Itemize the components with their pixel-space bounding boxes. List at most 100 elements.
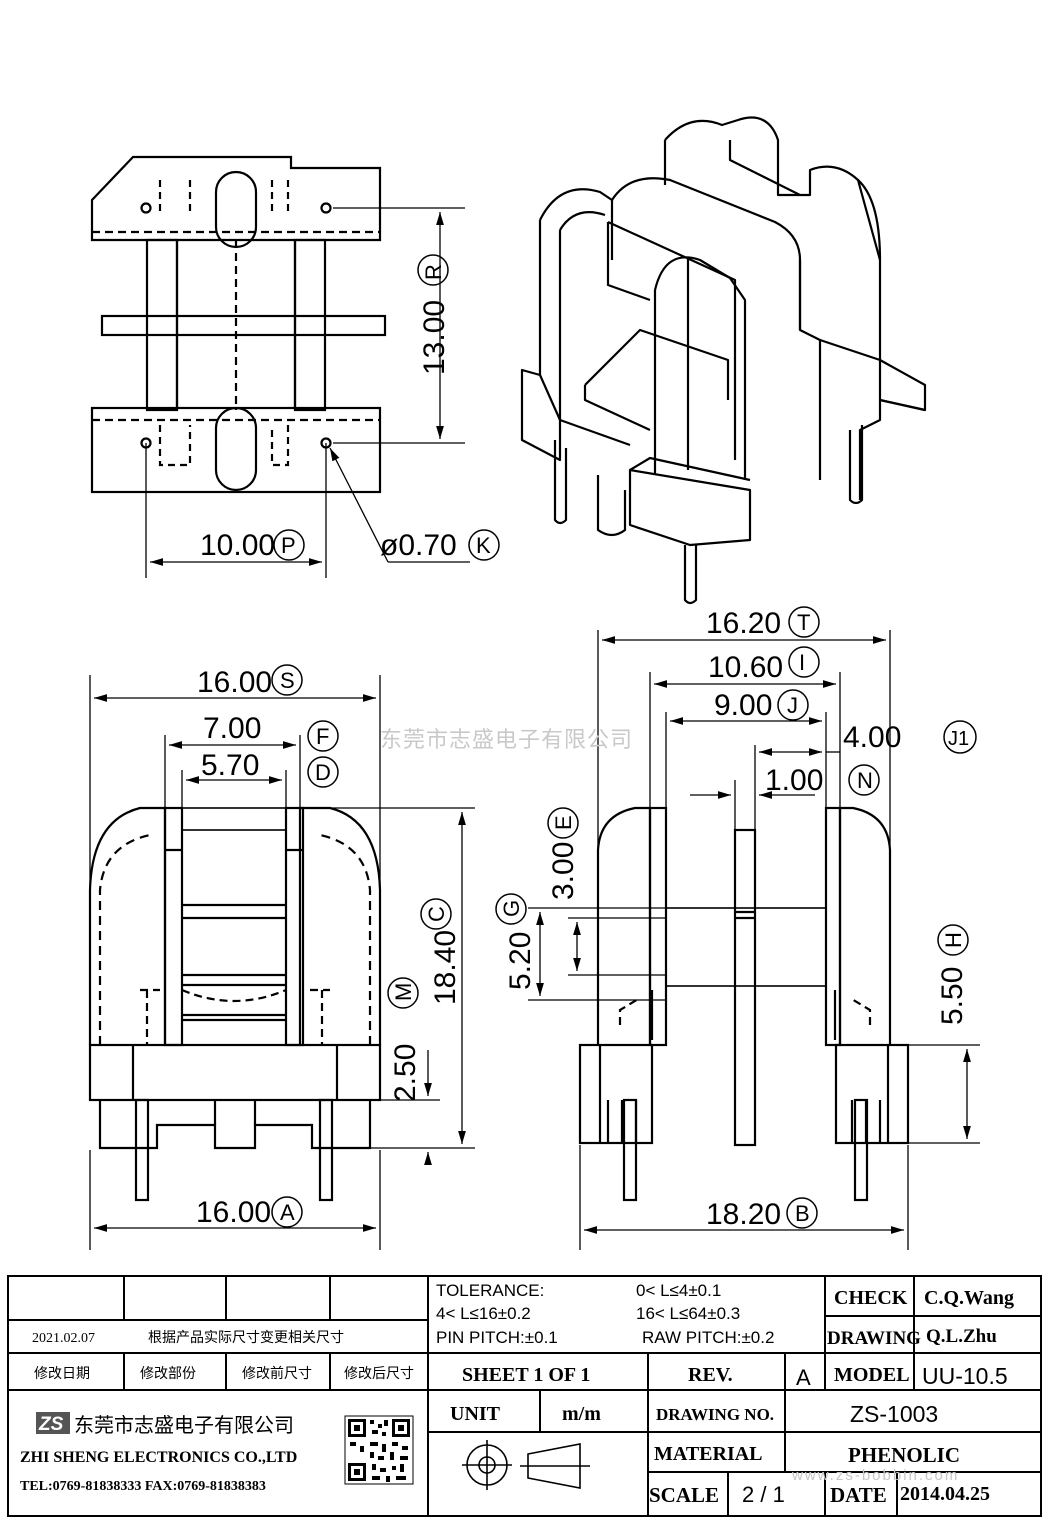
dim-j1-tag: J1	[948, 728, 969, 750]
dim-d-value: 5.70	[201, 749, 259, 782]
dim-s-tag: S	[280, 668, 295, 693]
revision-date: 2021.02.07	[32, 1331, 95, 1346]
dim-r-value: 13.00	[418, 300, 451, 375]
check-label: CHECK	[834, 1287, 908, 1309]
company-watermark: 东莞市志盛电子有限公司	[380, 728, 634, 753]
revision-note: 根据产品实际尺寸变更相关尺寸	[148, 1329, 344, 1345]
scale-value: 2 / 1	[742, 1482, 785, 1507]
dim-c-tag: C	[424, 906, 449, 922]
drawing-value: Q.L.Zhu	[926, 1326, 997, 1347]
dim-m-tag: M	[391, 983, 416, 1001]
dim-f: 7.00 F	[164, 712, 339, 808]
title-block	[7, 1275, 1042, 1517]
material-value: PHENOLIC	[848, 1443, 960, 1467]
dim-r-tag: R	[421, 264, 446, 280]
tolerance-label: TOLERANCE:	[436, 1281, 544, 1300]
header-size-after: 修改后尺寸	[344, 1365, 414, 1381]
dim-t-tag: T	[797, 610, 810, 635]
dim-j1: 4.00 J1	[754, 720, 977, 830]
dim-d: 5.70 D	[181, 749, 339, 808]
tolerance-row1-left: 4< L≤16±0.2	[436, 1304, 531, 1323]
projection-symbol-icon	[462, 1440, 590, 1490]
header-change-date: 修改日期	[34, 1365, 90, 1381]
dim-j: 9.00 J	[665, 689, 827, 808]
dim-k-tag: K	[476, 533, 491, 558]
tolerance-row2-right: 16< L≤64±0.3	[636, 1304, 740, 1323]
dim-one: 1.00 N	[690, 764, 880, 830]
dim-g-tag: G	[499, 900, 524, 917]
dim-j1-value: 4.00	[843, 721, 901, 754]
dim-b: 18.20 B	[579, 1145, 909, 1250]
side-view	[578, 806, 910, 1202]
company-name-en: ZHI SHENG ELECTRONICS CO.,LTD	[20, 1449, 297, 1466]
dim-h: 5.50 H	[890, 924, 980, 1144]
dim-f-value: 7.00	[203, 712, 261, 745]
top-view	[90, 155, 387, 494]
drawing-no-label: DRAWING NO.	[656, 1405, 774, 1424]
model-value: UU-10.5	[922, 1363, 1008, 1389]
drawing-label: DRAWING	[827, 1328, 921, 1349]
material-label: MATERIAL	[654, 1443, 763, 1465]
rev-label: REV.	[688, 1364, 733, 1386]
dim-j-value: 9.00	[714, 689, 772, 722]
drawing-no-value: ZS-1003	[850, 1401, 938, 1427]
dim-h-tag: H	[941, 932, 966, 948]
company-name-cn: 东莞市志盛电子有限公司	[74, 1414, 294, 1437]
dim-e-value: 3.00	[547, 842, 580, 900]
dim-p: 10.00 P	[145, 443, 327, 578]
front-view	[88, 806, 382, 1202]
rev-value: A	[796, 1365, 811, 1390]
dim-i-value: 10.60	[708, 651, 783, 684]
model-label: MODEL	[834, 1364, 910, 1386]
raw-pitch: RAW PITCH:±0.2	[642, 1328, 774, 1347]
dim-a-tag: A	[280, 1200, 295, 1225]
scale-label: SCALE	[649, 1483, 719, 1507]
dim-a-value: 16.00	[196, 1196, 271, 1229]
dim-b-value: 18.20	[706, 1198, 781, 1231]
check-value: C.Q.Wang	[924, 1287, 1014, 1309]
dim-h-value: 5.50	[936, 967, 969, 1025]
dim-n-tag: N	[857, 768, 873, 793]
dim-t-value: 16.20	[706, 607, 781, 640]
dim-f-tag: F	[316, 724, 329, 749]
dim-i: 10.60 I	[649, 646, 841, 808]
dim-s: 16.00 S	[89, 664, 381, 1040]
title-block-text: 2021.02.07 根据产品实际尺寸变更相关尺寸 修改日期 修改部份 修改前尺…	[20, 1281, 1014, 1507]
logo-text: ZS	[38, 1414, 64, 1435]
pin-pitch: PIN PITCH:±0.1	[436, 1328, 558, 1347]
dim-j-tag: J	[787, 693, 798, 718]
dim-b-tag: B	[795, 1201, 810, 1226]
unit-label: UNIT	[450, 1403, 501, 1425]
dim-m-value: 2.50	[389, 1044, 422, 1102]
date-value: 2014.04.25	[900, 1483, 990, 1505]
company-contact: TEL:0769-81838333 FAX:0769-81838383	[20, 1479, 266, 1494]
dim-p-value: 10.00	[200, 529, 275, 562]
dim-e-tag: E	[551, 815, 576, 830]
dim-one-value: 1.00	[765, 764, 823, 797]
company-logo: ZS	[36, 1412, 70, 1435]
dim-c: 18.40 C	[330, 807, 475, 1149]
sheet-info: SHEET 1 OF 1	[462, 1364, 590, 1386]
dim-p-tag: P	[281, 533, 296, 558]
isometric-view	[520, 116, 927, 605]
unit-value: m/m	[562, 1403, 601, 1425]
header-changed-part: 修改部份	[140, 1365, 196, 1381]
dim-i-tag: I	[799, 650, 805, 675]
dim-a: 16.00 A	[89, 1150, 381, 1250]
dim-c-value: 18.40	[429, 930, 462, 1005]
dim-s-value: 16.00	[197, 666, 272, 699]
qr-code	[344, 1415, 414, 1485]
date-label: DATE	[830, 1483, 887, 1507]
dim-t: 16.20 T	[597, 606, 891, 1040]
dim-m: 2.50 M	[380, 977, 440, 1165]
tolerance-row1-right: 0< L≤4±0.1	[636, 1281, 721, 1300]
dim-d-tag: D	[315, 760, 331, 785]
website-watermark: www.zs-bobbin.com	[791, 1467, 959, 1484]
dim-k-value: ø0.70	[380, 529, 457, 562]
dim-g: 5.20 G	[495, 893, 666, 1001]
dim-r: 13.00 R	[333, 207, 465, 444]
dim-k: ø0.70 K	[329, 447, 500, 563]
dim-g-value: 5.20	[504, 932, 537, 990]
